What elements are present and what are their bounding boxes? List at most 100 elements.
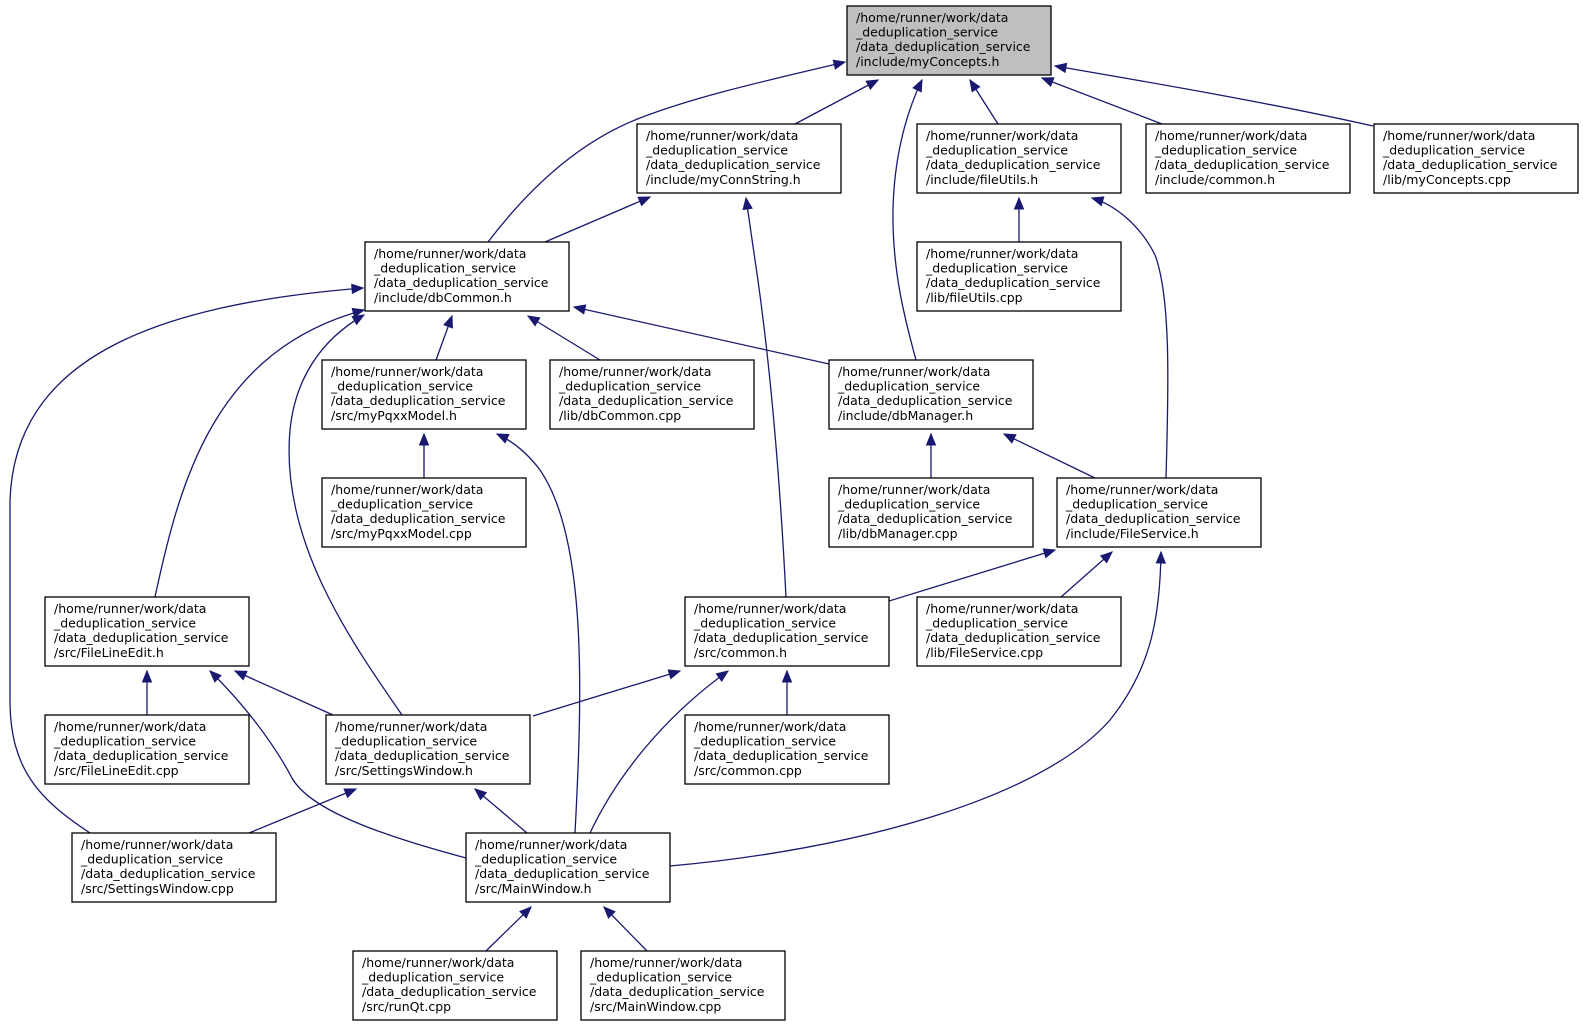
node-label-line: /home/runner/work/data (694, 719, 846, 734)
edge-line (154, 309, 365, 598)
node-myConnString_h[interactable]: /home/runner/work/data_deduplication_ser… (636, 123, 842, 194)
arrowhead-icon (473, 788, 488, 801)
node-label-line: _deduplication_service (925, 143, 1068, 158)
node-FileService_cpp[interactable]: /home/runner/work/data_deduplication_ser… (916, 596, 1122, 667)
node-label-line: _deduplication_service (837, 497, 980, 512)
edge-myPqxxModel_h-to-dbCommon_h (435, 314, 453, 361)
node-myPqxxModel_cpp[interactable]: /home/runner/work/data_deduplication_ser… (321, 477, 527, 548)
node-label-line: /lib/dbCommon.cpp (559, 408, 681, 423)
node-dbManager_h[interactable]: /home/runner/work/data_deduplication_ser… (828, 359, 1034, 430)
node-myPqxxModel_h[interactable]: /home/runner/work/data_deduplication_ser… (321, 359, 527, 430)
node-label-line: /include/FileService.h (1066, 526, 1199, 541)
node-label-line: /home/runner/work/data (1066, 482, 1218, 497)
node-box (916, 123, 1122, 194)
node-label-line: /src/MainWindow.h (475, 881, 592, 896)
node-label-line: /include/common.h (1155, 172, 1275, 187)
edge-line (234, 670, 334, 716)
node-label-line: /home/runner/work/data (838, 364, 990, 379)
node-SettingsWindow_h[interactable]: /home/runner/work/data_deduplication_ser… (325, 714, 531, 785)
arrowhead-icon (637, 196, 652, 207)
node-label-line: /data_deduplication_service (475, 866, 650, 881)
node-label-line: /home/runner/work/data (335, 719, 487, 734)
node-MainWindow_h[interactable]: /home/runner/work/data_deduplication_ser… (465, 832, 671, 903)
node-label-line: /home/runner/work/data (856, 10, 1008, 25)
node-FileLineEdit_h[interactable]: /home/runner/work/data_deduplication_ser… (44, 596, 250, 667)
node-label-line: /src/myPqxxModel.cpp (331, 526, 472, 541)
arrowhead-icon (925, 432, 937, 446)
node-label-line: /lib/dbManager.cpp (838, 526, 958, 541)
node-label-line: /home/runner/work/data (590, 955, 742, 970)
node-label-line: /src/common.h (694, 645, 787, 660)
node-label-line: /home/runner/work/data (694, 601, 846, 616)
node-common_h_src[interactable]: /home/runner/work/data_deduplication_ser… (684, 596, 890, 667)
node-SettingsWindow_cpp[interactable]: /home/runner/work/data_deduplication_ser… (71, 832, 277, 903)
node-FileLineEdit_cpp[interactable]: /home/runner/work/data_deduplication_ser… (44, 714, 250, 785)
node-common_cpp[interactable]: /home/runner/work/data_deduplication_ser… (684, 714, 890, 785)
node-fileUtils_h[interactable]: /home/runner/work/data_deduplication_ser… (916, 123, 1122, 194)
edge-dbCommon_h-to-myConnString_h (544, 196, 652, 243)
node-label-line: _deduplication_service (837, 379, 980, 394)
node-label-line: _deduplication_service (693, 616, 836, 631)
arrowhead-icon (1013, 196, 1025, 210)
node-common_h_inc[interactable]: /home/runner/work/data_deduplication_ser… (1145, 123, 1351, 194)
arrowhead-icon (1002, 433, 1017, 444)
node-dbManager_cpp[interactable]: /home/runner/work/data_deduplication_ser… (828, 477, 1034, 548)
arrowhead-icon (351, 307, 366, 319)
node-label-line: /home/runner/work/data (646, 128, 798, 143)
node-box (846, 5, 1052, 76)
node-myConcepts_h[interactable]: /home/runner/work/data_deduplication_ser… (846, 5, 1052, 76)
node-myConcepts_cpp[interactable]: /home/runner/work/data_deduplication_ser… (1373, 123, 1579, 194)
edge-line (9, 287, 364, 834)
node-FileService_h[interactable]: /home/runner/work/data_deduplication_ser… (1056, 477, 1262, 548)
node-label-line: /home/runner/work/data (475, 837, 627, 852)
node-label-line: _deduplication_service (330, 379, 473, 394)
node-label-line: /data_deduplication_service (694, 630, 869, 645)
edge-line (487, 61, 846, 243)
node-label-line: _deduplication_service (373, 261, 516, 276)
node-label-line: /data_deduplication_service (926, 275, 1101, 290)
edge-MainWindow_h-to-myPqxxModel_h (495, 433, 581, 834)
arrowhead-icon (1053, 62, 1068, 74)
edge-line (496, 433, 581, 834)
node-label-line: /data_deduplication_service (331, 393, 506, 408)
node-label-line: /data_deduplication_service (1155, 157, 1330, 172)
arrowhead-icon (572, 304, 587, 315)
node-label-line: /home/runner/work/data (331, 482, 483, 497)
edge-SettingsWindow_h-to-dbCommon_h (288, 314, 403, 716)
node-label-line: /src/SettingsWindow.cpp (81, 881, 234, 896)
node-dbCommon_cpp[interactable]: /home/runner/work/data_deduplication_ser… (549, 359, 755, 430)
arrowhead-icon (1042, 548, 1057, 559)
edge-line (1091, 197, 1169, 479)
node-label-line: /include/fileUtils.h (926, 172, 1038, 187)
node-box (684, 596, 890, 667)
node-label-line: /lib/myConcepts.cpp (1383, 172, 1511, 187)
edge-MainWindow_cpp-to-MainWindow_h (603, 906, 648, 952)
node-box (828, 477, 1034, 548)
node-box (1145, 123, 1351, 194)
node-label-line: /data_deduplication_service (374, 275, 549, 290)
edge-fileUtils_cpp-to-fileUtils_h (1013, 196, 1025, 242)
node-label-line: /data_deduplication_service (362, 984, 537, 999)
node-label-line: /home/runner/work/data (838, 482, 990, 497)
node-box (916, 241, 1122, 312)
node-label-line: /src/myPqxxModel.h (331, 408, 457, 423)
node-MainWindow_cpp[interactable]: /home/runner/work/data_deduplication_ser… (580, 950, 786, 1021)
node-label-line: /data_deduplication_service (926, 630, 1101, 645)
node-fileUtils_cpp[interactable]: /home/runner/work/data_deduplication_ser… (916, 241, 1122, 312)
node-label-line: /home/runner/work/data (331, 364, 483, 379)
arrowhead-icon (781, 669, 793, 683)
node-label-line: /data_deduplication_service (1066, 511, 1241, 526)
edge-myConnString_h-to-myConcepts_h (794, 79, 880, 125)
node-box (321, 359, 527, 430)
arrowhead-icon (209, 670, 222, 683)
edge-fileUtils_h-to-myConcepts_h (969, 78, 999, 125)
edge-common_h_src-to-myConnString_h (742, 196, 787, 598)
node-box (325, 714, 531, 785)
node-label-line: /lib/fileUtils.cpp (926, 290, 1023, 305)
node-dbCommon_h[interactable]: /home/runner/work/data_deduplication_ser… (364, 241, 570, 312)
node-runQt_cpp[interactable]: /home/runner/work/data_deduplication_ser… (352, 950, 558, 1021)
node-label-line: _deduplication_service (474, 852, 617, 867)
node-label-line: /lib/FileService.cpp (926, 645, 1043, 660)
arrowhead-icon (495, 433, 510, 444)
